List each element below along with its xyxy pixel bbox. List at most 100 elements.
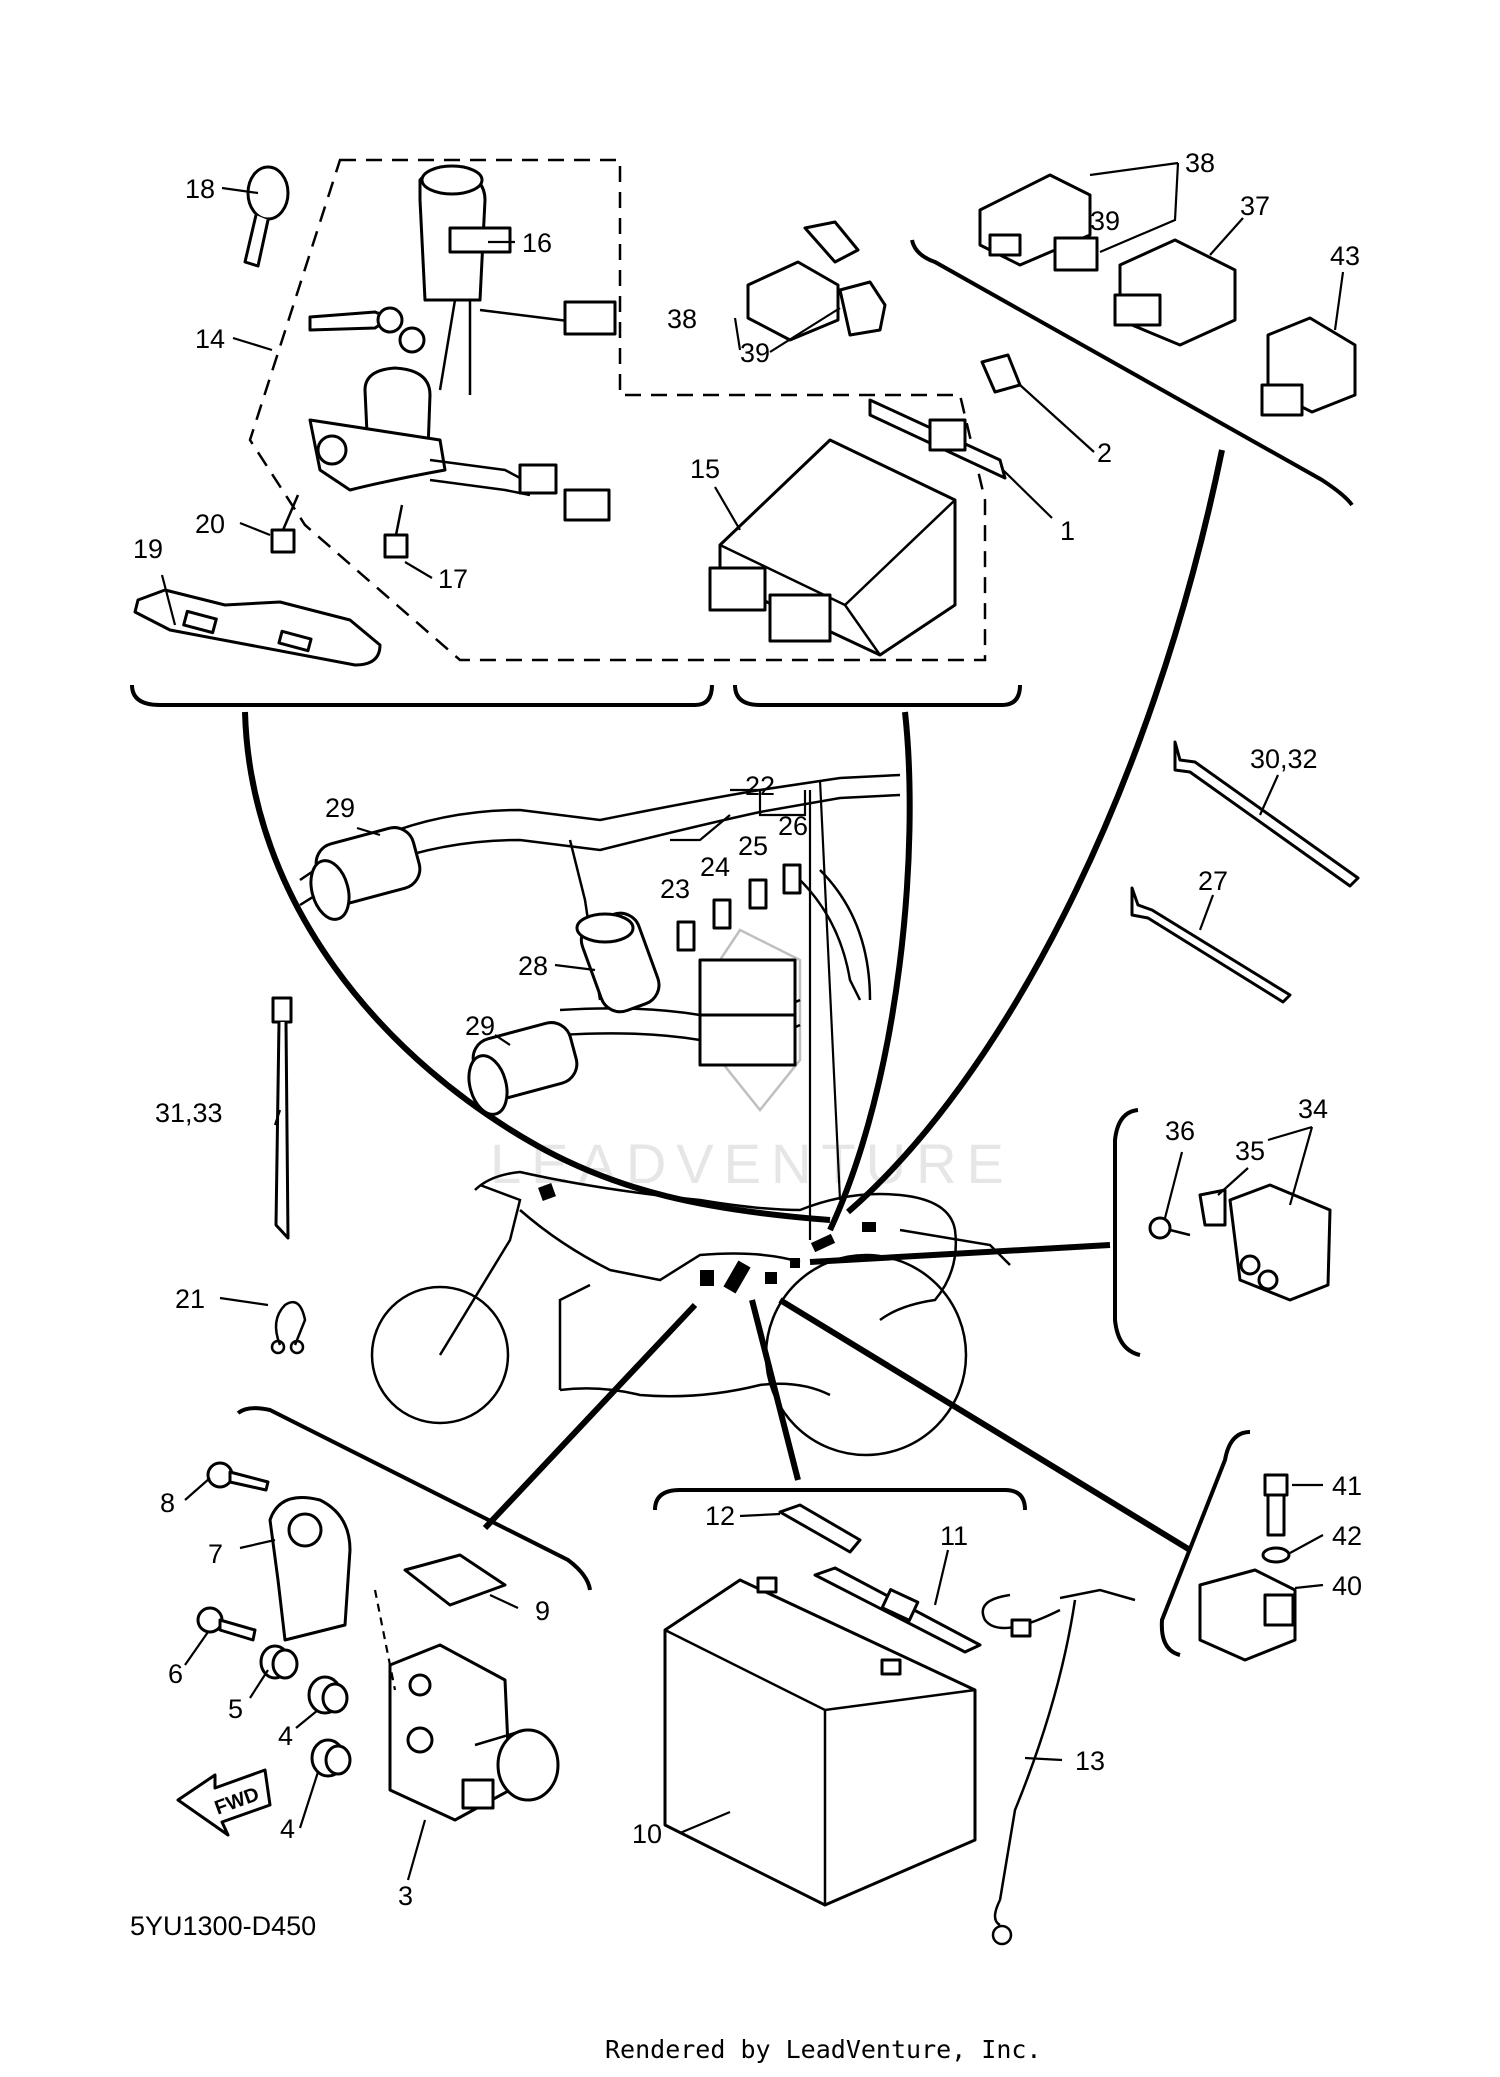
relay-43-icon [1260,316,1357,417]
ignition-switch-16-icon [418,164,617,395]
sensor-34-section [1148,1183,1332,1302]
label-4-upper: 4 [278,1721,293,1751]
bolt-41-icon [1263,1473,1289,1537]
label-23: 23 [660,874,690,904]
bolt-6-icon [196,1606,257,1642]
label-14: 14 [195,324,225,354]
fuse-26 [782,863,802,895]
label-25: 25 [738,831,768,861]
label-11: 11 [940,1521,968,1551]
label-29-top: 29 [325,793,355,823]
fuse-25 [748,878,768,910]
label-21: 21 [175,1284,205,1314]
section-brackets [130,239,1354,1657]
bracket-top-right [910,239,1354,507]
relay-37-icon [1113,238,1237,347]
bracket-lower-right [1159,1430,1251,1657]
label-19: 19 [133,534,163,564]
label-40: 40 [1332,1571,1362,1601]
sensor-40-icon [1198,1568,1297,1662]
label-15: 15 [690,454,720,484]
bolt-8-icon [206,1461,270,1492]
label-13: 13 [1075,1746,1105,1776]
label-29-bottom: 29 [465,1011,495,1041]
relay-block-upper [698,958,797,1017]
bolt-36-icon [1148,1216,1191,1240]
rear-wheel [764,1253,968,1457]
label-35: 35 [1235,1136,1265,1166]
line-to-relays [846,449,1225,1215]
screw-17-icon [383,504,409,559]
cover-7-icon [268,1496,352,1642]
ferrite-core-28 [575,911,661,1014]
screw-20-icon [270,494,300,554]
lock-body-14-icon [308,366,611,522]
label-34: 34 [1298,1094,1328,1124]
label-17: 17 [438,564,468,594]
cable-ties [270,740,1360,1355]
ecu-15-icon [708,438,957,657]
label-42: 42 [1332,1521,1362,1551]
label-9: 9 [535,1596,550,1626]
lead-13-icon [981,1588,1136,1946]
key-18-icon [243,165,290,268]
label-6: 6 [168,1659,183,1689]
label-8: 8 [160,1488,175,1518]
clip-12-icon [778,1503,862,1554]
sensor-34-icon [1228,1183,1332,1302]
battery-10-icon [663,1576,977,1907]
label-5: 5 [228,1694,243,1724]
label-22: 22 [745,771,775,801]
cover-35-icon [1198,1188,1227,1227]
fuse-23 [676,920,696,952]
cable-tie-31-33-icon [271,996,293,1240]
label-12: 12 [705,1501,735,1531]
clamp-21-icon [270,1300,307,1355]
label-36: 36 [1165,1116,1195,1146]
label-2: 2 [1097,438,1112,468]
label-24: 24 [700,852,730,882]
ignition-kit-dashed-outline [248,158,987,662]
label-4-lower: 4 [280,1814,295,1844]
grommet-4-upper-icon [307,1675,349,1715]
bracket-top-left [130,684,714,707]
label-20: 20 [195,509,225,539]
washer-42-icon [1261,1546,1291,1564]
collar-5-icon [259,1644,299,1680]
bracket-lower-left [236,1406,592,1591]
label-3: 3 [398,1881,413,1911]
relay-39-icon [838,280,887,337]
harness-callout [299,773,901,1240]
label-18: 18 [185,174,215,204]
line-to-switch-3 [482,1302,698,1531]
relay-38-icon [746,220,860,342]
label-26: 26 [778,811,808,841]
label-16: 16 [522,228,552,258]
bike-body [474,1170,957,1322]
label-43: 43 [1330,241,1360,271]
front-wheel [370,1285,510,1425]
starter-switch-3-icon [373,1589,560,1822]
cable-tie-30-32-icon [1173,740,1360,888]
label-1: 1 [1060,516,1075,546]
label-39-left: 39 [740,338,770,368]
footer-text: Rendered by LeadVenture, Inc. [605,2035,1042,2064]
bracket-1-icon [868,398,1007,480]
label-7: 7 [208,1539,223,1569]
callout-labels: 18 16 14 20 17 19 15 38 39 2 1 38 39 37 … [133,148,1362,1911]
label-10: 10 [632,1819,662,1849]
ferrite-core-29-top [309,826,422,921]
label-31-33: 31,33 [155,1098,223,1128]
label-41: 41 [1332,1471,1362,1501]
relay-block-lower [698,1013,797,1067]
band-11-icon [813,1566,982,1654]
fuse-24 [712,898,732,930]
connector-lines [242,449,1225,1553]
label-39-right: 39 [1090,206,1120,236]
clip-2-icon [980,353,1022,394]
plate-19-icon [133,588,382,667]
relay-39-right-icon [1053,236,1099,272]
ignition-section [133,158,1022,667]
